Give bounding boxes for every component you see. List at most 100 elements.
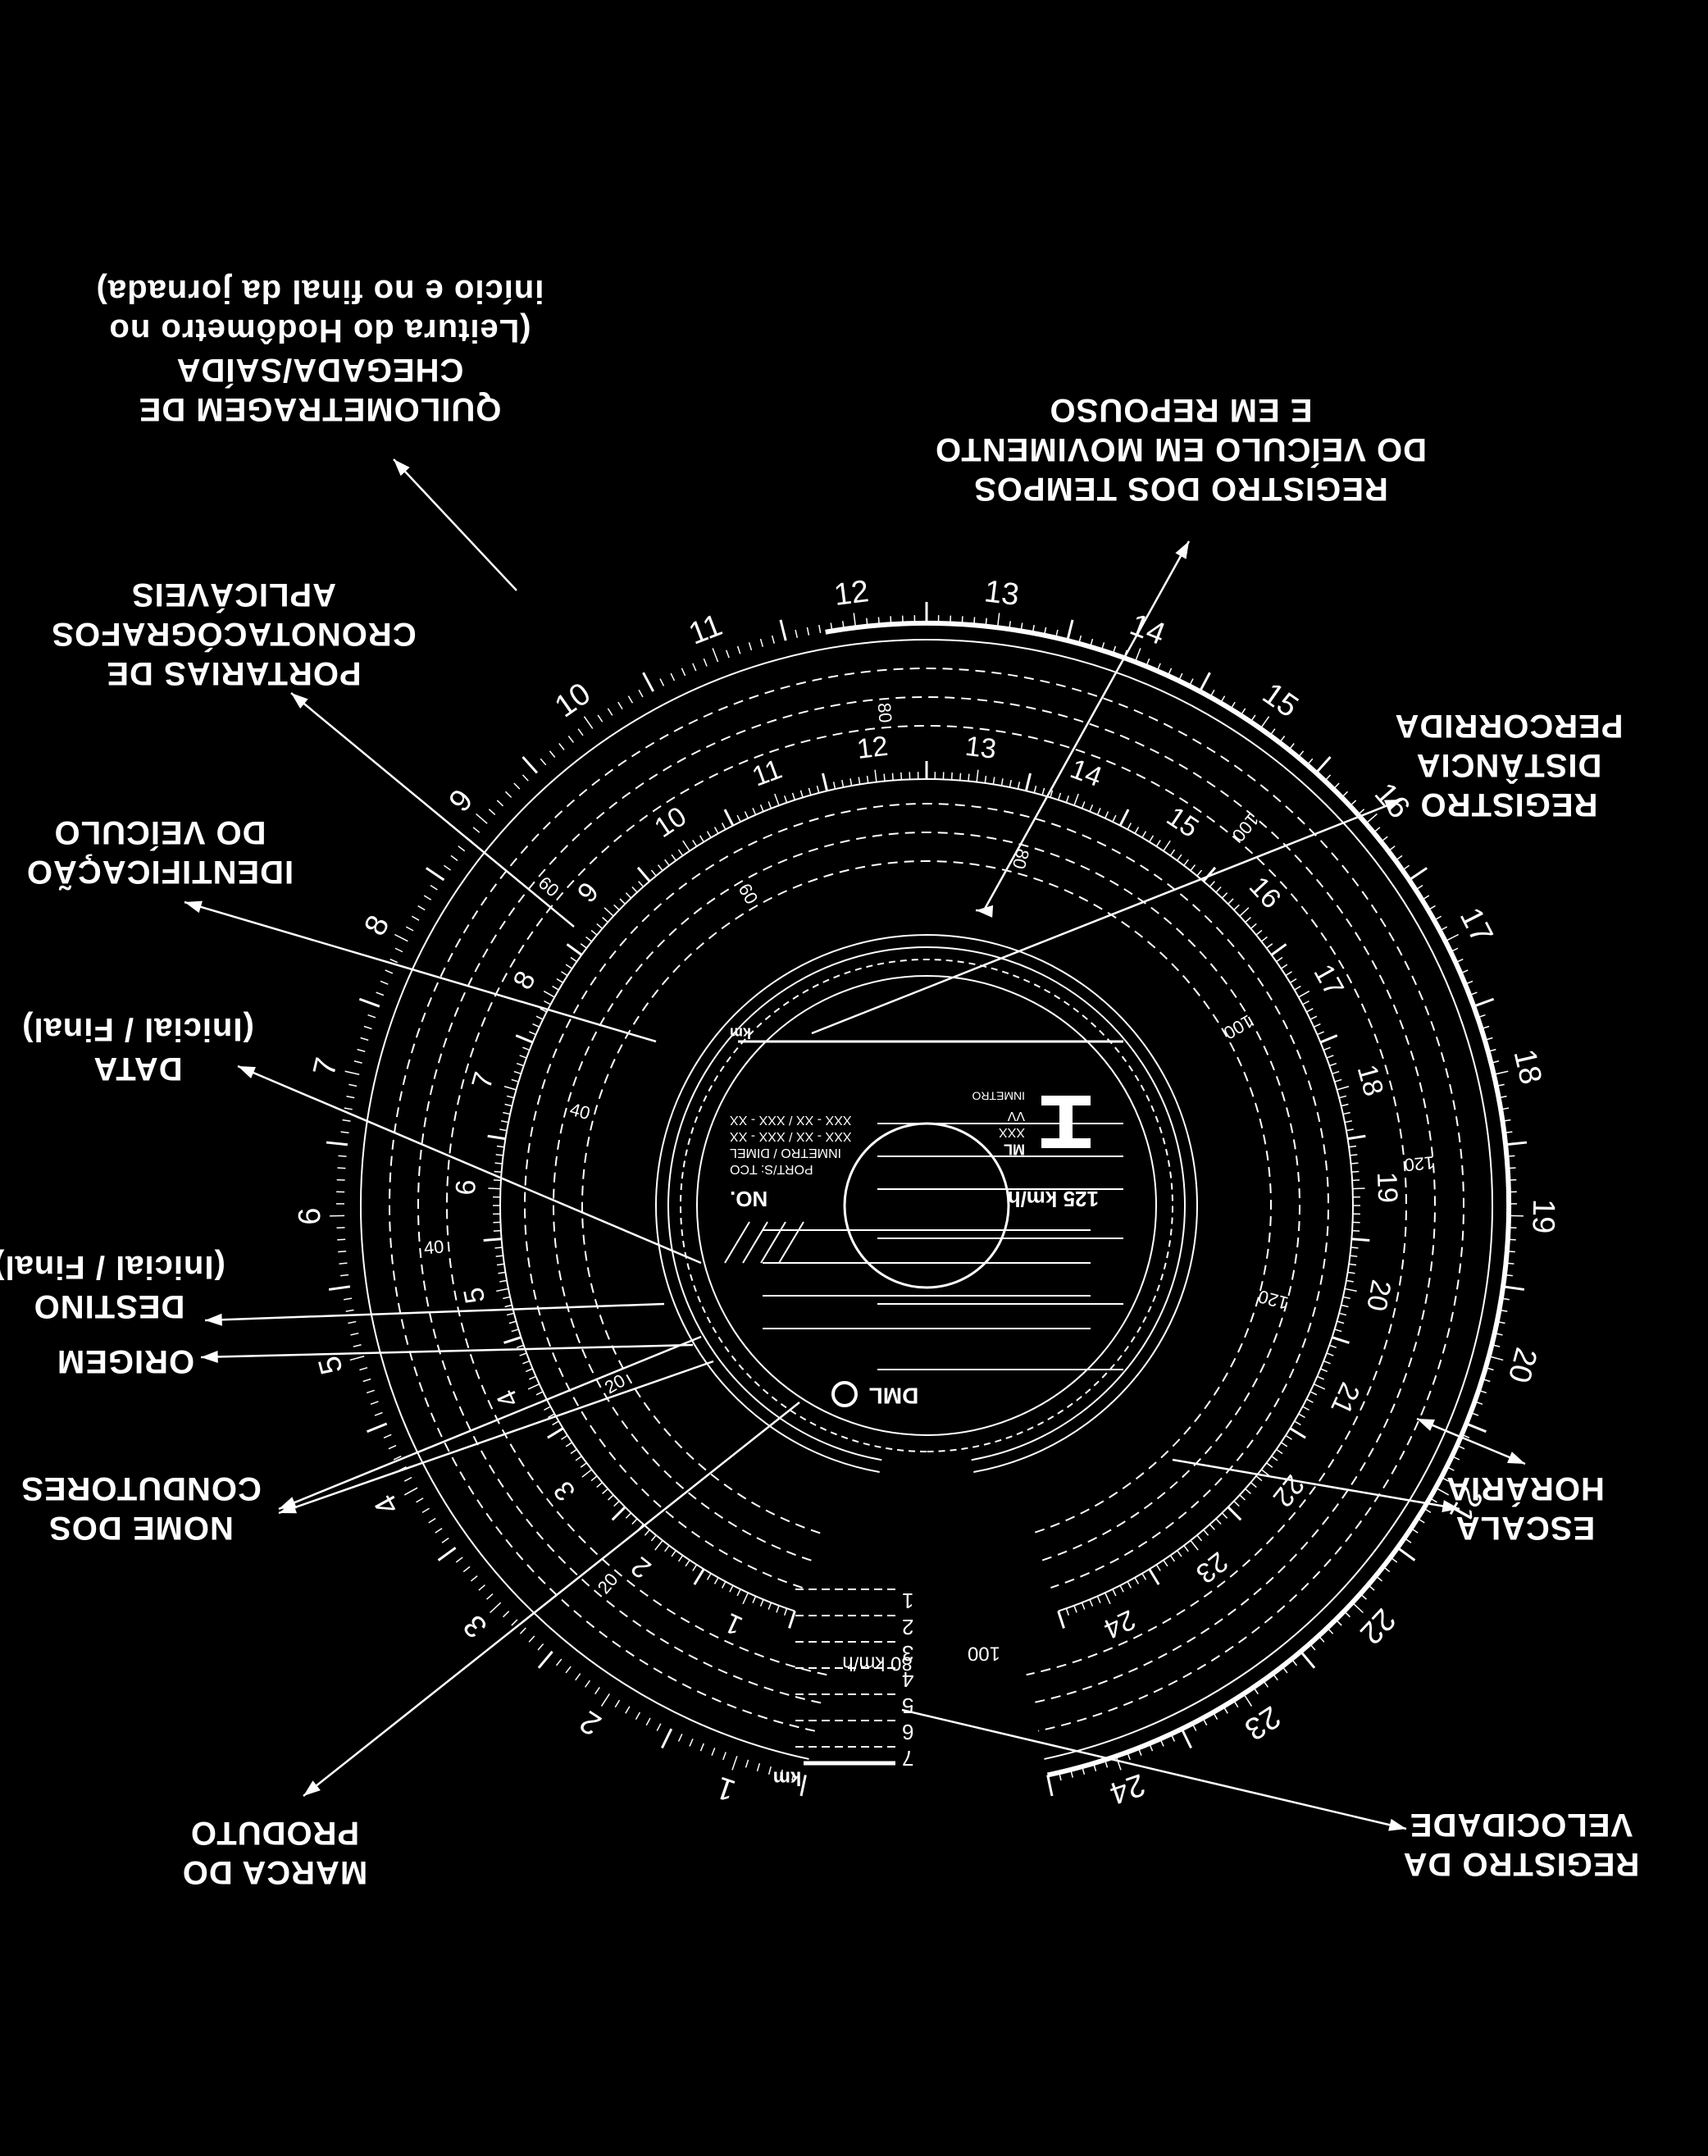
outer-hour-tick: [476, 813, 488, 824]
label-registro_tempos-line: E EM REPOUSO: [1050, 392, 1313, 428]
inner-hour-tick: [1338, 1095, 1347, 1099]
inner-hour-tick: [1266, 1462, 1273, 1468]
outer-hour-tick: [1212, 1712, 1218, 1721]
inner-hour-tick: [570, 1448, 577, 1455]
outer-hour-tick: [670, 672, 676, 681]
hour-label-outer: 10: [549, 677, 597, 725]
hour-label-inner: 8: [507, 966, 541, 995]
inner-hour-tick: [1141, 831, 1147, 838]
outer-hour-tick: [1481, 1025, 1490, 1030]
outer-hour-tick: [1488, 1356, 1504, 1361]
arrow-data: [237, 1064, 702, 1265]
outer-hour-tick: [1054, 629, 1059, 638]
inner-hour-tick: [644, 1529, 650, 1536]
outer-hour-tick: [1477, 1014, 1486, 1019]
outer-hour-tick: [1417, 1517, 1425, 1524]
inner-hour-tick: [692, 840, 698, 847]
inner-hour-tick: [496, 1288, 509, 1292]
outer-hour-tick: [367, 1422, 388, 1434]
center-portaria: PORT/S: TCO: [730, 1162, 813, 1176]
outer-hour-tick: [1491, 1060, 1500, 1064]
arrow-escala-outer-head: [1417, 1419, 1435, 1431]
outer-hour-tick: [537, 1650, 553, 1669]
label-velocidade-line: VELOCIDADE: [1410, 1807, 1633, 1843]
inner-hour-tick: [742, 1592, 749, 1605]
date-hatch: [742, 1221, 768, 1264]
outer-hour-tick: [583, 716, 594, 729]
inner-hour-tick: [671, 1550, 676, 1557]
outer-hour-tick: [1404, 1537, 1412, 1543]
hour-label-outer: 20: [1501, 1344, 1544, 1387]
inner-hour-tick: [1260, 936, 1268, 942]
outer-hour-tick: [470, 1575, 478, 1582]
inner-hour-tick: [513, 1070, 522, 1075]
label-escala-line: ESCALA: [1455, 1510, 1595, 1546]
inner-hour-tick: [1332, 1336, 1350, 1344]
outer-hour-tick: [363, 1025, 372, 1030]
outer-hour-tick: [1507, 1167, 1516, 1169]
inner-hour-tick: [516, 1062, 524, 1067]
outer-hour-tick: [1484, 1037, 1493, 1042]
inner-hour-tick: [1276, 1448, 1283, 1455]
outer-hour-tick: [357, 1048, 366, 1052]
inner-hour-tick: [1089, 1599, 1094, 1607]
outer-hour-tick: [1439, 926, 1448, 932]
ring-dashed-6: [581, 860, 1272, 1534]
inner-hour-tick: [1050, 790, 1054, 798]
arrow-distancia-head: [1384, 800, 1402, 812]
outer-hour-tick: [1032, 624, 1035, 634]
inner-hour-tick: [508, 1320, 517, 1324]
outer-hour-tick: [1209, 689, 1215, 698]
outer-hour-tick: [385, 969, 394, 974]
outer-hour-tick: [344, 1070, 360, 1076]
km-column-number: 6: [902, 1720, 913, 1744]
outer-hour-tick: [555, 1658, 563, 1666]
inner-hour-tick: [1000, 778, 1004, 786]
inner-hour-tick: [561, 971, 568, 977]
outer-hour-tick: [1455, 958, 1464, 964]
hour-label-outer: 12: [832, 574, 871, 613]
inner-hour-tick: [548, 1413, 555, 1419]
inner-hour-tick: [1305, 1398, 1314, 1403]
outer-hour-tick: [1104, 1759, 1109, 1768]
outer-hour-tick: [1250, 714, 1256, 722]
label-destino-line: (Inicial / Final): [0, 1249, 225, 1285]
inner-hour-tick: [984, 775, 987, 784]
logo-text-inmetro: INMETRO: [972, 1089, 1025, 1102]
inner-hour-tick: [1276, 956, 1283, 963]
hour-label-inner: 5: [458, 1285, 491, 1306]
inner-hour-tick: [527, 1383, 540, 1390]
inner-hour-tick: [1351, 1170, 1360, 1173]
inner-hour-tick: [575, 1456, 582, 1461]
outer-hour-tick: [519, 1627, 526, 1634]
inner-hour-tick: [1341, 1103, 1349, 1107]
outer-hour-tick: [1441, 1476, 1450, 1482]
inner-hour-tick: [657, 864, 663, 872]
outer-hour-tick: [818, 624, 822, 634]
outer-hour-tick: [528, 1635, 535, 1643]
hour-label-inner: 17: [1308, 959, 1350, 1002]
outer-hour-tick: [1505, 1141, 1528, 1146]
arrow-origem: [200, 1343, 694, 1359]
outer-hour-tick: [344, 1297, 353, 1301]
outer-hour-tick: [1499, 1309, 1508, 1312]
arrow-registro-tempos-head: [1175, 541, 1189, 559]
outer-hour-tick: [645, 1717, 651, 1726]
inner-hour-tick: [1033, 785, 1037, 794]
outer-hour-tick: [511, 1619, 518, 1626]
outer-hour-tick: [1421, 895, 1430, 900]
outer-hour-tick: [1327, 1627, 1334, 1634]
outer-hour-tick: [853, 613, 857, 628]
outer-hour-tick: [437, 1547, 457, 1561]
inner-hour-tick: [1127, 1581, 1132, 1589]
inner-hour-tick: [1346, 1279, 1354, 1283]
outer-hour-tick: [1278, 736, 1286, 743]
arrow-condutores-1: [278, 1335, 702, 1511]
label-quilometragem-line: (Leitura do Hodômetro no: [108, 312, 531, 349]
inner-hour-tick: [1350, 1162, 1359, 1165]
inner-hour-tick: [1320, 1368, 1328, 1373]
outer-hour-tick: [617, 701, 623, 710]
hour-label-outer: 11: [685, 608, 727, 651]
